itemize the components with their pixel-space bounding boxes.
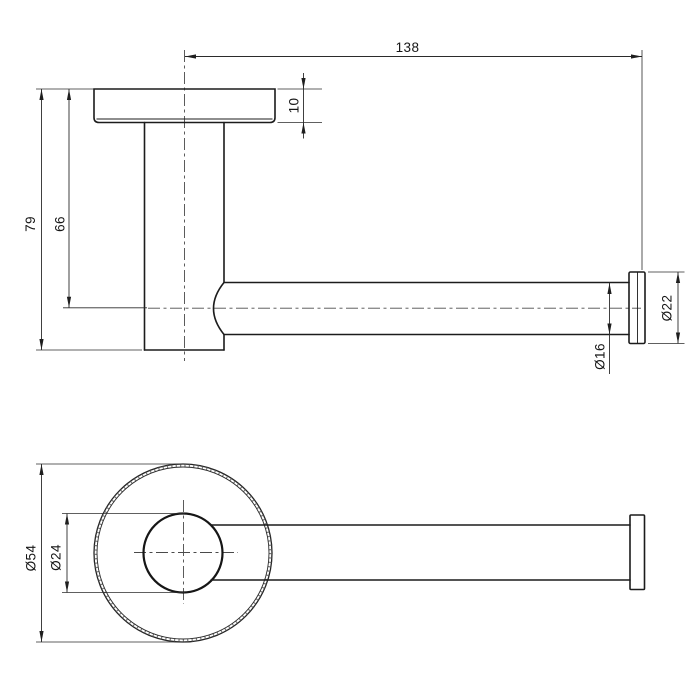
- backplate-chamfer-texture: [94, 464, 272, 642]
- dimension-dia16: Ø16: [593, 282, 612, 374]
- dim-label-dia16: Ø16: [593, 343, 608, 370]
- dim-label-dia22: Ø22: [660, 295, 675, 322]
- dim-label-10: 10: [287, 98, 302, 114]
- dimension-66: 66: [53, 89, 147, 309]
- dimension-79: 79: [23, 88, 142, 351]
- end-cap-plan: [629, 514, 646, 591]
- plan-view: Ø54 Ø24: [24, 463, 646, 643]
- dimension-dia22: Ø22: [648, 271, 685, 344]
- holder-bar: [223, 281, 630, 336]
- dim-label-138: 138: [396, 40, 420, 55]
- front-view-centerlines: [148, 50, 641, 361]
- holder-bar-plan: [210, 524, 631, 581]
- dim-label-79: 79: [23, 216, 38, 232]
- dimension-dia54: Ø54: [24, 463, 185, 643]
- wall-plate: [93, 88, 276, 124]
- backplate-inner-edge: [96, 466, 270, 640]
- dimension-dia24: Ø24: [49, 513, 185, 593]
- end-cap: [628, 271, 646, 345]
- dimension-10: 10: [277, 73, 322, 139]
- dim-label-dia24: Ø24: [49, 544, 64, 571]
- front-view: 138 10 79 66: [23, 40, 685, 374]
- backplate-circle: [93, 463, 273, 643]
- dim-label-dia54: Ø54: [24, 545, 39, 572]
- dimension-138: 138: [185, 40, 643, 270]
- dim-label-66: 66: [53, 216, 68, 232]
- plan-view-centerlines: [134, 500, 238, 604]
